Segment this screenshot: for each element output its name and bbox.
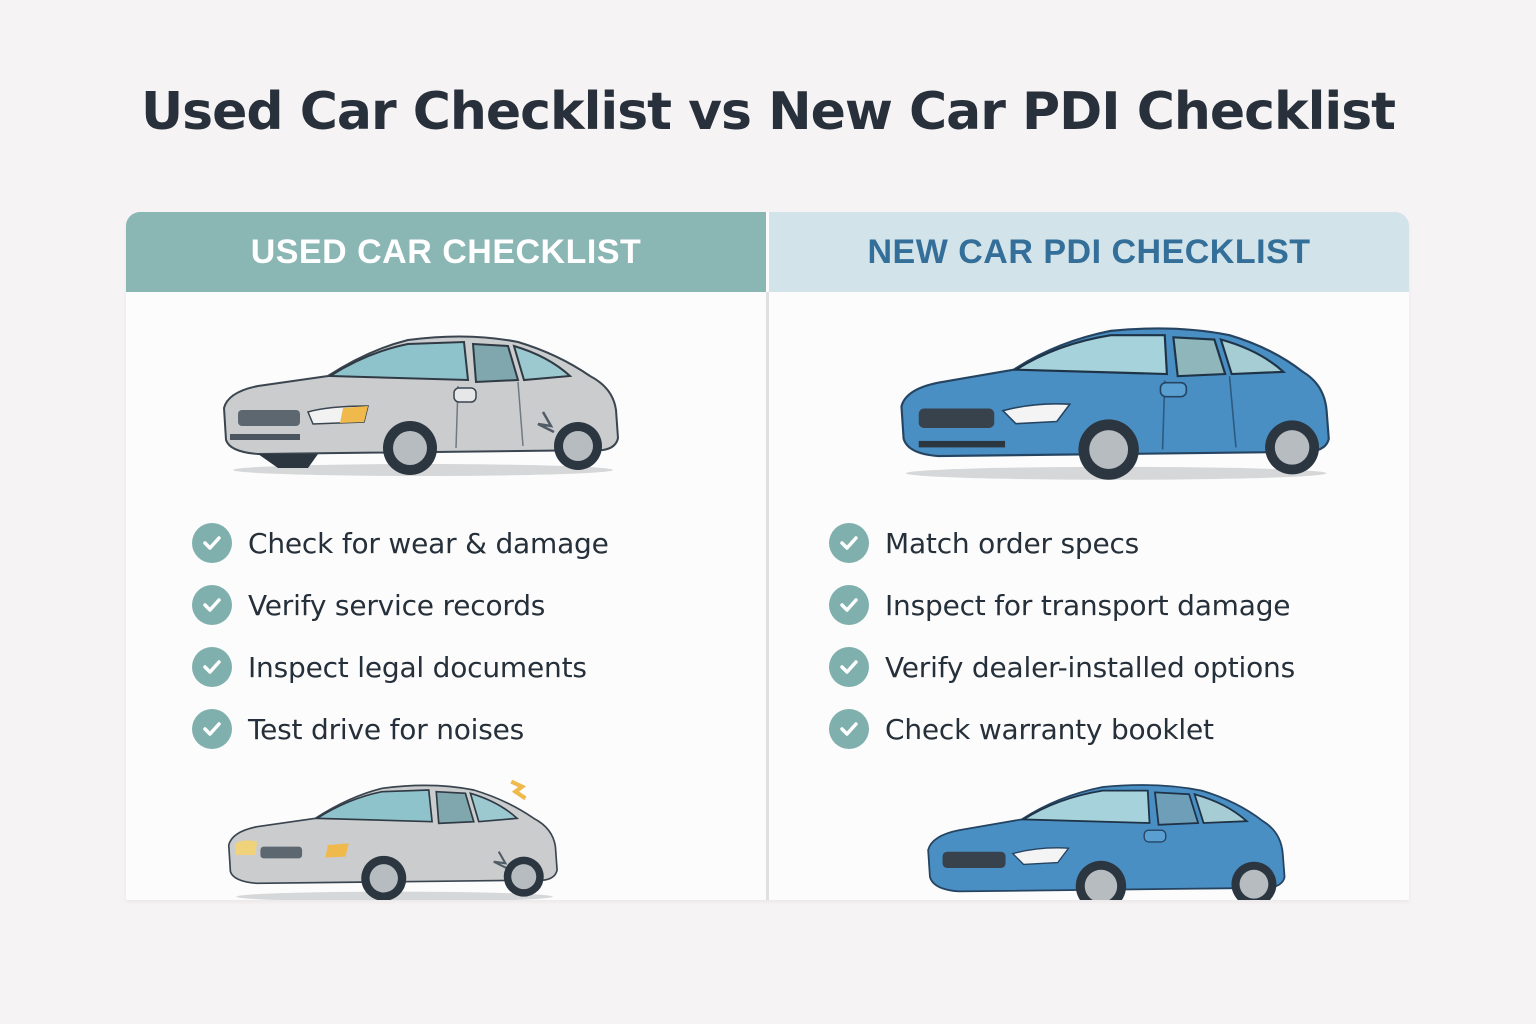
checklist-item-label: Check warranty booklet — [885, 712, 1214, 746]
checklist-item: Check for wear & damage — [192, 512, 609, 574]
comparison-panel: USED CAR CHECKLIST — [126, 212, 1409, 900]
check-circle-icon — [192, 709, 232, 749]
checklist-item: Check warranty booklet — [829, 698, 1295, 760]
checklist-item: Inspect for transport damage — [829, 574, 1295, 636]
checklist-item: Match order specs — [829, 512, 1295, 574]
checklist-item-label: Inspect legal documents — [248, 650, 587, 684]
checklist-item-label: Verify dealer-installed options — [885, 650, 1295, 684]
check-circle-icon — [829, 709, 869, 749]
new-car-column: NEW CAR PDI CHECKLIST Match order specs — [769, 212, 1409, 900]
check-circle-icon — [829, 523, 869, 563]
checklist-item: Verify dealer-installed options — [829, 636, 1295, 698]
check-circle-icon — [829, 647, 869, 687]
used-car-silver-damaged-icon — [222, 335, 620, 476]
checklist-item-label: Verify service records — [248, 588, 546, 622]
checklist-item-label: Inspect for transport damage — [885, 588, 1291, 622]
new-car-blue-icon — [900, 327, 1330, 480]
new-car-blue-small-icon — [927, 784, 1286, 900]
check-circle-icon — [829, 585, 869, 625]
check-circle-icon — [192, 647, 232, 687]
used-car-checklist: Check for wear & damage Verify service r… — [192, 512, 609, 760]
page-title: Used Car Checklist vs New Car PDI Checkl… — [140, 82, 1396, 142]
check-circle-icon — [192, 585, 232, 625]
checklist-item: Verify service records — [192, 574, 609, 636]
new-car-header: NEW CAR PDI CHECKLIST — [769, 212, 1409, 292]
check-circle-icon — [192, 523, 232, 563]
checklist-item-label: Test drive for noises — [248, 712, 525, 746]
used-car-silver-dented-icon — [227, 780, 558, 900]
column-divider — [766, 292, 769, 900]
checklist-item: Test drive for noises — [192, 698, 609, 760]
used-car-header: USED CAR CHECKLIST — [126, 212, 766, 292]
checklist-item-label: Check for wear & damage — [248, 526, 609, 560]
checklist-item: Inspect legal documents — [192, 636, 609, 698]
new-car-checklist: Match order specs Inspect for transport … — [829, 512, 1295, 760]
checklist-item-label: Match order specs — [885, 526, 1140, 560]
used-car-column: USED CAR CHECKLIST — [126, 212, 766, 900]
